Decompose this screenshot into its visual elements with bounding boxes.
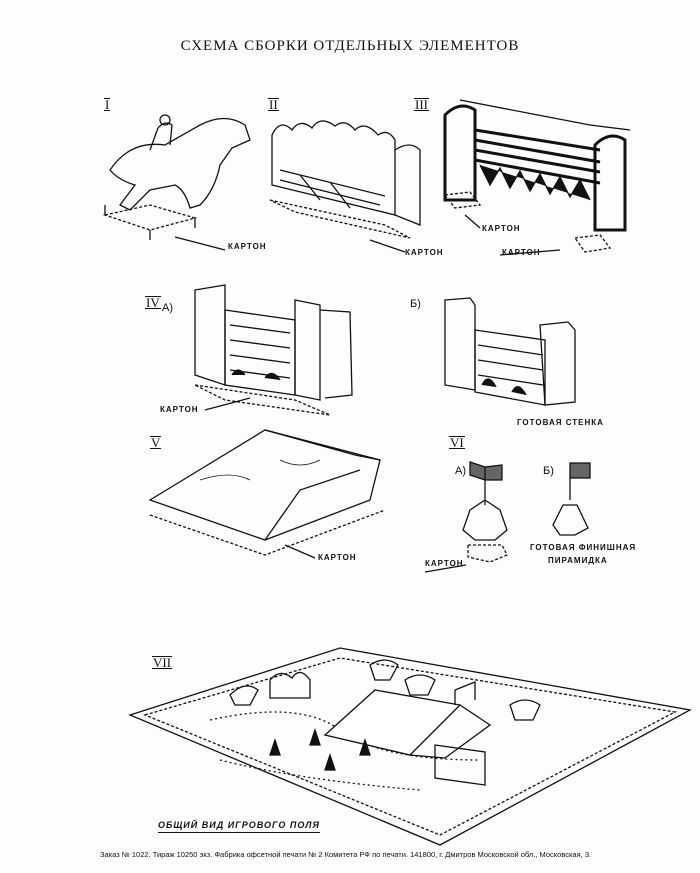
horse-rider-figure (102, 114, 251, 251)
cardboard-label: КАРТОН (482, 224, 521, 233)
section-numeral-4: IV (145, 295, 161, 310)
step-a-label: А) (162, 302, 173, 314)
page-title: СХЕМА СБОРКИ ОТДЕЛЬНЫХ ЭЛЕМЕНТОВ (180, 38, 520, 54)
cardboard-label: КАРТОН (160, 405, 199, 414)
hill-figure (148, 429, 386, 559)
finished-pyramid-label-line2: ПИРАМИДКА (548, 556, 608, 565)
finished-wall-figure (444, 297, 576, 406)
step-b-label: Б) (410, 298, 421, 310)
cardboard-label: КАРТОН (425, 559, 464, 568)
cardboard-label: КАРТОН (502, 248, 541, 257)
jump-obstacle-figure (443, 99, 631, 256)
cardboard-label: КАРТОН (318, 553, 357, 562)
game-field-figure (128, 647, 692, 846)
finished-wall-label: ГОТОВАЯ СТЕНКА (517, 418, 604, 427)
section-numeral-7: VII (152, 655, 173, 670)
section-numeral-2: II (268, 97, 279, 112)
cardboard-label: КАРТОН (405, 248, 444, 257)
fence-figure (269, 120, 421, 253)
finished-pyramid-label-line1: ГОТОВАЯ ФИНИШНАЯ (530, 543, 637, 552)
section-numeral-5: V (150, 435, 162, 450)
section-numeral-6: VI (449, 435, 465, 450)
step-b-label: Б) (543, 465, 554, 477)
finish-pyramid-figures (424, 461, 591, 573)
game-field-label: ОБЩИЙ ВИД ИГРОВОГО ПОЛЯ (158, 820, 320, 833)
section-numeral-3: III (414, 97, 429, 112)
wall-assembly-figure (194, 284, 353, 416)
section-numeral-1: I (104, 97, 111, 112)
imprint-footer: Заказ № 1022. Тираж 10250 экз. Фабрика о… (100, 850, 592, 859)
step-a-label: А) (455, 465, 466, 477)
cardboard-label: КАРТОН (228, 242, 267, 251)
